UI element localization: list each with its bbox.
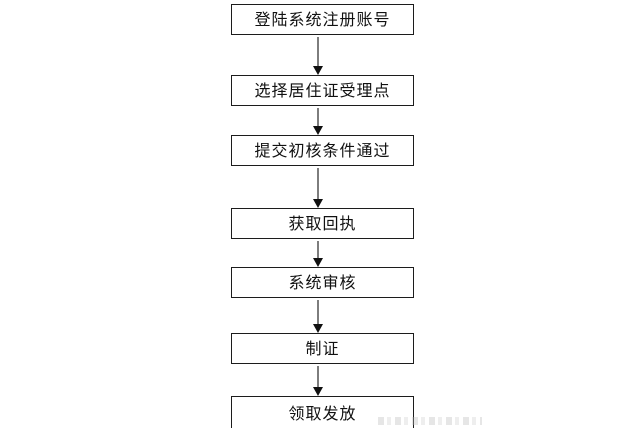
arrow-stem bbox=[316, 37, 319, 66]
arrow-head bbox=[312, 126, 323, 135]
flow-step-label: 登陆系统注册账号 bbox=[254, 9, 391, 29]
watermark bbox=[378, 417, 482, 425]
arrow-head bbox=[312, 258, 323, 267]
flow-step-label: 选择居住证受理点 bbox=[254, 80, 391, 100]
flow-step-select-acceptance-point: 选择居住证受理点 bbox=[231, 75, 414, 106]
arrow-head bbox=[312, 324, 323, 333]
arrow-stem bbox=[316, 241, 319, 258]
arrow-stem bbox=[316, 168, 319, 199]
flow-step-label: 获取回执 bbox=[288, 213, 357, 233]
arrow-head bbox=[312, 199, 323, 208]
arrow-head bbox=[312, 387, 323, 396]
arrow-down-icon bbox=[312, 35, 323, 75]
arrow-down-icon bbox=[312, 239, 323, 267]
flowchart-column: 登陆系统注册账号 选择居住证受理点 提交初核条件通过 获取回执 bbox=[231, 0, 414, 428]
flow-step-login: 登陆系统注册账号 bbox=[231, 4, 414, 35]
flow-step-label: 系统审核 bbox=[288, 272, 357, 292]
flow-step-system-review: 系统审核 bbox=[231, 267, 414, 298]
arrow-stem bbox=[316, 366, 319, 387]
arrow-down-icon bbox=[312, 166, 323, 208]
arrow-down-icon bbox=[312, 106, 323, 135]
flow-step-get-receipt: 获取回执 bbox=[231, 208, 414, 239]
arrow-down-icon bbox=[312, 298, 323, 333]
arrow-stem bbox=[316, 300, 319, 324]
flow-step-label: 制证 bbox=[305, 338, 340, 358]
flow-step-collect-issue: 领取发放 bbox=[231, 396, 414, 428]
flow-step-label: 提交初核条件通过 bbox=[254, 140, 391, 160]
arrow-head bbox=[312, 66, 323, 75]
flow-step-label: 领取发放 bbox=[288, 404, 357, 423]
arrow-down-icon bbox=[312, 364, 323, 396]
arrow-stem bbox=[316, 108, 319, 126]
flow-step-make-card: 制证 bbox=[231, 333, 414, 364]
flow-step-submit-initial-review: 提交初核条件通过 bbox=[231, 135, 414, 166]
